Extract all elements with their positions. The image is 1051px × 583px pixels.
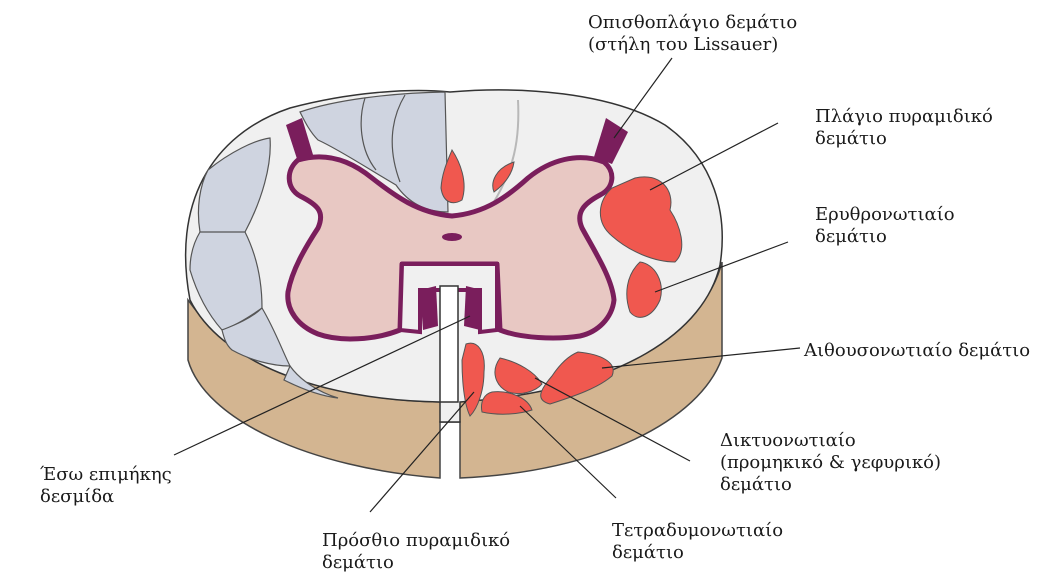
svg-text:δεμάτιο: δεμάτιο — [815, 128, 887, 149]
label-tectospinal: Τετραδυμονωτιαίο δεμάτιο — [612, 520, 783, 563]
label-anterior-pyramidal: Πρόσθιο πυραμιδικό δεμάτιο — [322, 530, 510, 573]
svg-text:Αιθουσονωτιαίο δεμάτιο: Αιθουσονωτιαίο δεμάτιο — [803, 340, 1030, 361]
svg-text:Ερυθρονωτιαίο: Ερυθρονωτιαίο — [815, 204, 955, 225]
svg-text:δεμάτιο: δεμάτιο — [815, 226, 887, 247]
anterior-median-fissure — [440, 286, 458, 402]
svg-text:Πλάγιο πυραμιδικό: Πλάγιο πυραμιδικό — [815, 106, 993, 127]
label-reticulospinal: Δικτυονωτιαίο (προμηκικό & γεφυρικό) δεμ… — [720, 430, 941, 495]
svg-text:Οπισθοπλάγιο δεμάτιο: Οπισθοπλάγιο δεμάτιο — [588, 12, 797, 33]
label-medial-longitudinal: Έσω επιμήκης δεσμίδα — [40, 464, 172, 507]
label-rubrospinal: Ερυθρονωτιαίο δεμάτιο — [815, 204, 955, 247]
label-vestibulospinal: Αιθουσονωτιαίο δεμάτιο — [803, 340, 1030, 361]
svg-text:δεμάτιο: δεμάτιο — [720, 474, 792, 495]
svg-text:δεσμίδα: δεσμίδα — [40, 486, 114, 507]
label-posterolateral: Οπισθοπλάγιο δεμάτιο (στήλη του Lissauer… — [588, 12, 797, 55]
svg-text:Τετραδυμονωτιαίο: Τετραδυμονωτιαίο — [612, 520, 783, 541]
svg-text:Έσω επιμήκης: Έσω επιμήκης — [40, 464, 172, 485]
svg-text:Πρόσθιο πυραμιδικό: Πρόσθιο πυραμιδικό — [322, 530, 510, 551]
medial-longitudinal-fasciculus-right — [464, 286, 482, 330]
medial-longitudinal-fasciculus-left — [420, 286, 438, 330]
svg-text:δεμάτιο: δεμάτιο — [612, 542, 684, 563]
label-lateral-pyramidal: Πλάγιο πυραμιδικό δεμάτιο — [815, 106, 993, 149]
svg-text:(στήλη του Lissauer): (στήλη του Lissauer) — [588, 34, 778, 55]
svg-text:(προμηκικό & γεφυρικό): (προμηκικό & γεφυρικό) — [720, 452, 941, 473]
central-canal — [442, 233, 462, 241]
svg-text:δεμάτιο: δεμάτιο — [322, 552, 394, 573]
svg-text:Δικτυονωτιαίο: Δικτυονωτιαίο — [720, 430, 856, 451]
